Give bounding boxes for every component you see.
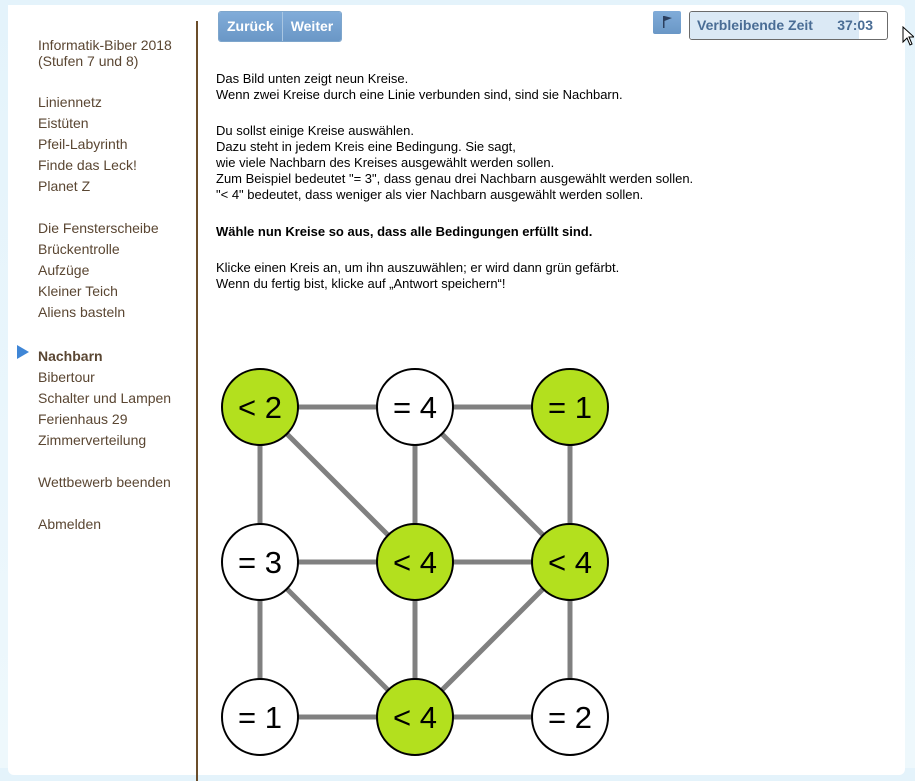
sidebar-item-aufzuege[interactable]: Aufzüge <box>38 262 90 278</box>
app-title-line2: (Stufen 7 und 8) <box>38 53 139 69</box>
sidebar-item-pfeil-labyrinth[interactable]: Pfeil-Labyrinth <box>38 136 128 152</box>
play-triangle-icon <box>17 345 29 359</box>
timer-value: 37:03 <box>837 17 873 33</box>
flag-button[interactable] <box>653 11 681 34</box>
task-line: wie viele Nachbarn des Kreises ausgewähl… <box>216 155 555 170</box>
task-line: Wenn zwei Kreise durch eine Linie verbun… <box>216 87 623 102</box>
graph-node-label: = 4 <box>393 390 437 425</box>
graph-node-2[interactable]: = 4 <box>376 368 454 446</box>
graph-node-circle[interactable] <box>221 368 299 446</box>
task-intro: Das Bild unten zeigt neun Kreise. Wenn z… <box>216 71 623 103</box>
graph-node-label: = 1 <box>548 390 592 425</box>
next-button[interactable]: Weiter <box>281 12 342 41</box>
sidebar-item-finde-das-leck[interactable]: Finde das Leck! <box>38 157 137 173</box>
task-line: "< 4" bedeutet, dass weniger als vier Na… <box>216 187 644 202</box>
graph-node-9[interactable]: = 2 <box>531 678 609 756</box>
sidebar-item-eistueten[interactable]: Eistüten <box>38 115 89 131</box>
graph-node-label: < 2 <box>238 390 282 425</box>
sidebar-item-zimmerverteilung[interactable]: Zimmerverteilung <box>38 432 147 448</box>
task-goal: Wähle nun Kreise so aus, dass alle Bedin… <box>216 224 593 239</box>
task-instructions: Klicke einen Kreis an, um ihn auszuwähle… <box>216 260 619 292</box>
graph-node-circle[interactable] <box>531 678 609 756</box>
task-line: Zum Beispiel bedeutet "= 3", dass genau … <box>216 171 694 186</box>
task-line: Wenn du fertig bist, klicke auf „Antwort… <box>216 276 506 291</box>
timer-progress-bar <box>690 12 860 39</box>
task-line: Dazu steht in jedem Kreis eine Bedingung… <box>216 139 516 154</box>
graph-node-5[interactable]: < 4 <box>376 523 454 601</box>
graph-node-label: = 1 <box>238 700 282 735</box>
graph-node-label: < 4 <box>393 545 437 580</box>
page: Informatik-Biber 2018 (Stufen 7 und 8) L… <box>8 5 905 781</box>
sidebar-item-schalter-und-lampen[interactable]: Schalter und Lampen <box>38 390 172 406</box>
timer-label: Verbleibende Zeit <box>697 17 813 33</box>
sidebar-item-ferienhaus-29[interactable]: Ferienhaus 29 <box>38 411 128 427</box>
sidebar: Informatik-Biber 2018 (Stufen 7 und 8) L… <box>8 5 197 537</box>
graph-node-1[interactable]: < 2 <box>221 368 299 446</box>
sidebar-item-bibertour[interactable]: Bibertour <box>38 369 95 385</box>
sidebar-item-planet-z[interactable]: Planet Z <box>38 178 91 194</box>
sidebar-item-nachbarn[interactable]: Nachbarn <box>38 348 103 364</box>
graph-node-3[interactable]: = 1 <box>531 368 609 446</box>
graph-node-circle[interactable] <box>531 368 609 446</box>
task-line: Du sollst einige Kreise auswählen. <box>216 123 414 138</box>
flag-icon <box>663 16 672 28</box>
task-rules: Du sollst einige Kreise auswählen. Dazu … <box>216 123 693 203</box>
task-line: Das Bild unten zeigt neun Kreise. <box>216 71 409 86</box>
neighbor-graph: < 2 = 4 = 1 = 3 < 4 < 4 = 1 < 4 = 2 <box>221 368 609 756</box>
graph-node-label: = 2 <box>548 700 592 735</box>
graph-node-circle[interactable] <box>376 368 454 446</box>
graph-node-circle[interactable] <box>221 523 299 601</box>
back-button[interactable]: Zurück <box>219 12 282 41</box>
logout-link[interactable]: Abmelden <box>38 516 102 532</box>
graph-node-label: < 4 <box>548 545 592 580</box>
graph-node-6[interactable]: < 4 <box>531 523 609 601</box>
sidebar-item-brueckentrolle[interactable]: Brückentrolle <box>38 241 120 257</box>
graph-node-label: = 3 <box>238 545 282 580</box>
graph-node-circle[interactable] <box>221 678 299 756</box>
graph-node-4[interactable]: = 3 <box>221 523 299 601</box>
graph-node-label: < 4 <box>393 700 437 735</box>
graph-node-7[interactable]: = 1 <box>221 678 299 756</box>
sidebar-item-aliens-basteln[interactable]: Aliens basteln <box>38 304 126 320</box>
sidebar-item-liniennetz[interactable]: Liniennetz <box>38 94 102 110</box>
sidebar-item-die-fensterscheibe[interactable]: Die Fensterscheibe <box>38 220 159 236</box>
app-title-line1: Informatik-Biber 2018 <box>38 37 172 53</box>
mouse-cursor-icon <box>902 26 914 46</box>
end-contest-link[interactable]: Wettbewerb beenden <box>38 474 171 490</box>
graph-node-circle[interactable] <box>376 678 454 756</box>
nav-button-group: Zurück Weiter <box>218 11 343 42</box>
graph-node-circle[interactable] <box>531 523 609 601</box>
timer-box: Verbleibende Zeit 37:03 <box>689 11 888 40</box>
graph-node-8[interactable]: < 4 <box>376 678 454 756</box>
task-line: Klicke einen Kreis an, um ihn auszuwähle… <box>216 260 620 275</box>
sidebar-item-kleiner-teich[interactable]: Kleiner Teich <box>38 283 118 299</box>
graph-node-circle[interactable] <box>376 523 454 601</box>
app-title: Informatik-Biber 2018 (Stufen 7 und 8) <box>38 37 172 69</box>
sidebar-divider <box>196 21 198 781</box>
